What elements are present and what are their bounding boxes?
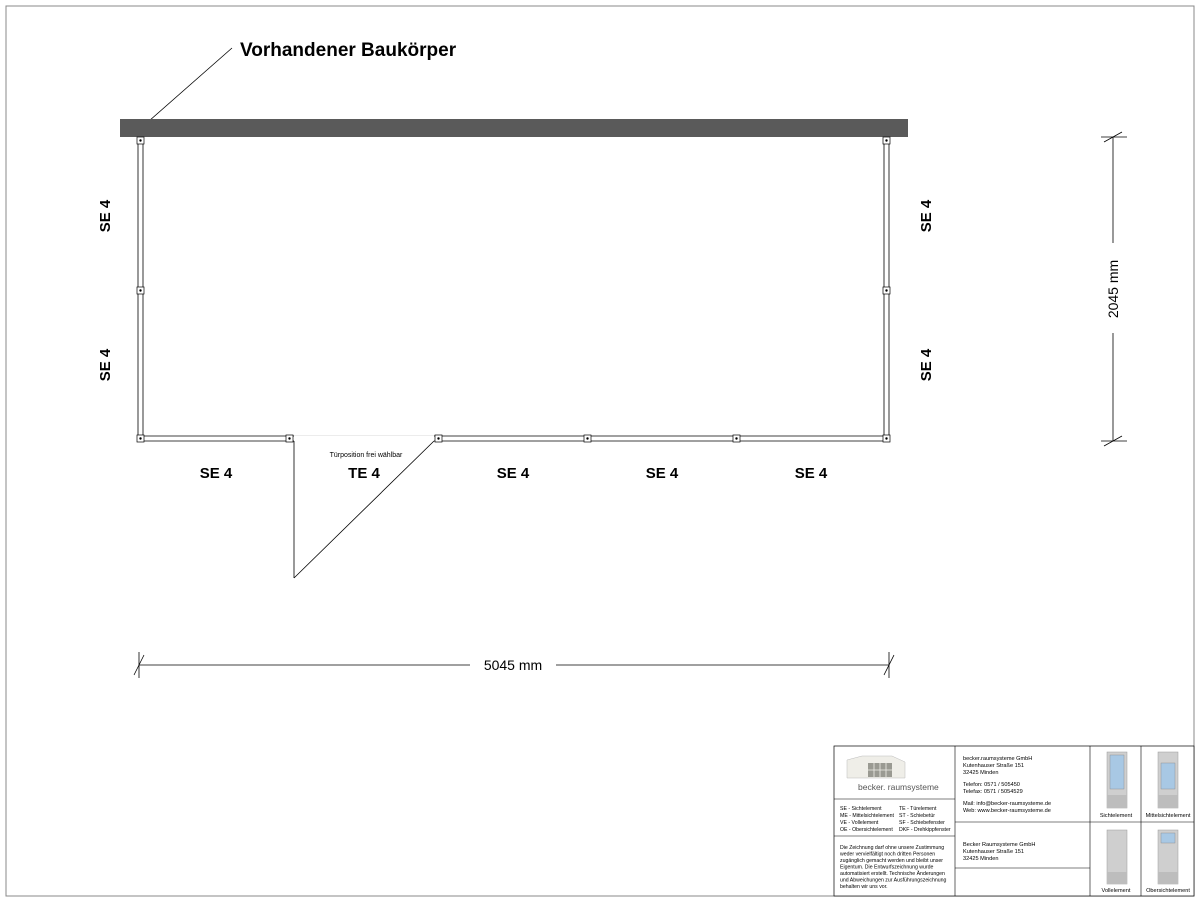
- element-icon-obersichtelement: [1157, 829, 1179, 885]
- width-dimension-text: 5045 mm: [484, 657, 542, 673]
- svg-text:Becker Raumsysteme GmbH: Becker Raumsysteme GmbH: [963, 842, 1035, 848]
- wall-label-right-top: SE 4: [918, 199, 935, 232]
- element-icon-vollelement: [1106, 829, 1128, 885]
- svg-text:TE - Türelement: TE - Türelement: [899, 806, 937, 812]
- element-icon-sichtelement: [1106, 751, 1128, 809]
- wall-label-front-1: SE 4: [200, 465, 233, 482]
- company-address: Becker Raumsysteme GmbH Kutenhauser Stra…: [963, 842, 1035, 862]
- svg-text:Telefax: 0571 / 5054529: Telefax: 0571 / 5054529: [963, 789, 1023, 795]
- svg-text:32425 Minden: 32425 Minden: [963, 770, 998, 776]
- abbreviation-legend: SE - Sichtelement TE - Türelement ME - M…: [840, 806, 951, 833]
- wall-label-front-3: SE 4: [497, 465, 530, 482]
- svg-text:automatisiert erstellt. Techni: automatisiert erstellt. Technische Änder…: [840, 870, 945, 877]
- disclaimer-text: Die Zeichnung darf ohne unsere Zustimmun…: [840, 845, 947, 890]
- sheet-border: [5, 5, 1195, 897]
- wall-label-left-top: SE 4: [97, 199, 114, 232]
- svg-text:becker.raumsysteme GmbH: becker.raumsysteme GmbH: [963, 756, 1032, 762]
- depth-dimension-line: [1101, 131, 1127, 447]
- label-obersichtelement: Obersichtelement: [1146, 888, 1190, 894]
- wall-label-right-bottom: SE 4: [918, 348, 935, 381]
- svg-text:ST - Schiebetür: ST - Schiebetür: [899, 813, 935, 819]
- enclosure-walls: [137, 137, 890, 442]
- label-vollelement: Vollelement: [1102, 888, 1131, 894]
- svg-text:Die Zeichnung darf ohne unsere: Die Zeichnung darf ohne unsere Zustimmun…: [840, 845, 944, 851]
- svg-text:VE - Vollelement: VE - Vollelement: [840, 820, 879, 826]
- svg-text:Web: www.becker-raumsysteme.de: Web: www.becker-raumsysteme.de: [963, 808, 1051, 814]
- wall-label-front-2: TE 4: [348, 465, 380, 482]
- door-opening: [294, 435, 434, 442]
- company-logo: becker. raumsysteme: [846, 755, 943, 793]
- svg-text:SF - Schiebefenster: SF - Schiebefenster: [899, 820, 945, 826]
- existing-building: [120, 119, 908, 137]
- svg-text:Mail: info@becker-raumsysteme.: Mail: info@becker-raumsysteme.de: [963, 801, 1051, 807]
- element-icon-mittelsichtelement: [1157, 751, 1179, 809]
- label-sichtelement: Sichtelement: [1100, 813, 1133, 819]
- svg-text:32425 Minden: 32425 Minden: [963, 856, 998, 862]
- door-position-note: Türposition frei wählbar: [330, 452, 403, 459]
- building-leader-line: [140, 47, 233, 129]
- company-contact: becker.raumsysteme GmbH Kutenhauser Stra…: [963, 756, 1051, 814]
- svg-text:Kutenhauser Straße 151: Kutenhauser Straße 151: [963, 849, 1024, 855]
- logo-text: becker. raumsysteme: [858, 782, 939, 792]
- svg-text:zugänglich gemacht werden und: zugänglich gemacht werden und bleibt uns…: [840, 858, 943, 864]
- svg-text:weder vervielfältigt noch drit: weder vervielfältigt noch dritten Person…: [840, 852, 935, 858]
- width-dimension-line: [133, 652, 895, 678]
- wall-label-left-bottom: SE 4: [97, 348, 114, 381]
- depth-dimension-text: 2045 mm: [1105, 260, 1121, 318]
- wall-posts: [136, 136, 891, 443]
- svg-text:SE - Sichtelement: SE - Sichtelement: [840, 806, 882, 812]
- svg-text:Telefon: 0571 / 505450: Telefon: 0571 / 505450: [963, 782, 1020, 788]
- label-mittelsichtelement: Mittelsichtelement: [1146, 813, 1191, 819]
- svg-text:DKF - Drehkippfenster: DKF - Drehkippfenster: [899, 827, 951, 833]
- wall-label-front-5: SE 4: [795, 465, 828, 482]
- door-swing: [293, 440, 435, 579]
- svg-text:ME - Mittelsichtelement: ME - Mittelsichtelement: [840, 813, 894, 819]
- building-title: Vorhandener Baukörper: [240, 40, 457, 61]
- wall-label-front-4: SE 4: [646, 465, 679, 482]
- svg-text:Kutenhauser Straße 151: Kutenhauser Straße 151: [963, 763, 1024, 769]
- svg-text:Eigentum. Die Entwurfszeichnun: Eigentum. Die Entwurfszeichnung wurde: [840, 865, 934, 871]
- svg-text:OE - Obersichtelement: OE - Obersichtelement: [840, 827, 893, 833]
- svg-text:behalten wir uns vor.: behalten wir uns vor.: [840, 884, 888, 890]
- svg-text:und Abweichungen zur Ausführun: und Abweichungen zur Ausführungszeichnun…: [840, 878, 947, 884]
